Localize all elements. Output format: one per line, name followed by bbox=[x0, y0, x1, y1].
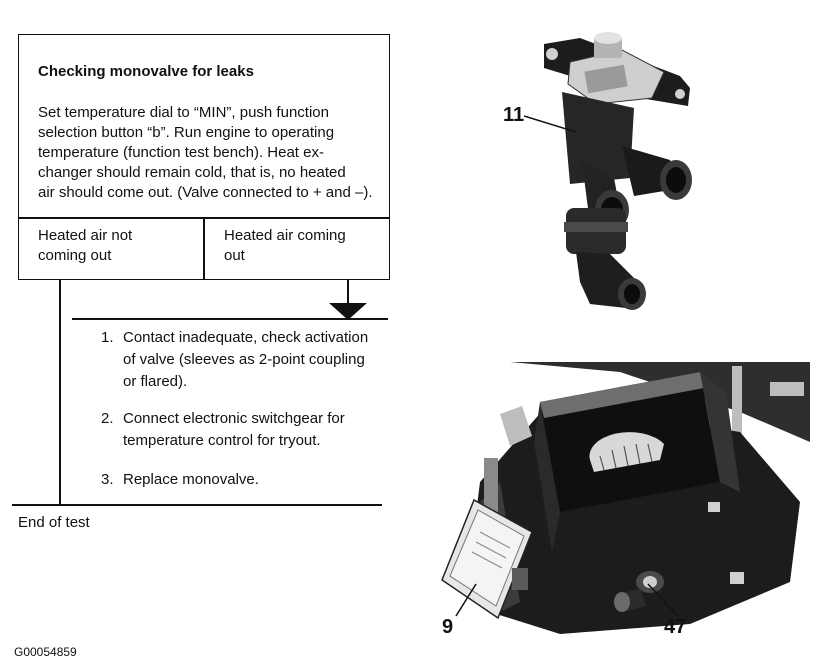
branch-divider bbox=[203, 217, 205, 280]
description-line: Set temperature dial to “MIN”, push func… bbox=[38, 104, 329, 121]
description-line: temperature (function test bench). Heat … bbox=[38, 144, 324, 161]
monovalve-photo bbox=[544, 32, 692, 310]
leader-line-11 bbox=[524, 115, 577, 133]
step-text: Contact inadequate, check activation of … bbox=[123, 327, 368, 393]
step-line: Connect electronic switchgear for bbox=[123, 410, 345, 427]
step-text: Replace monovalve. bbox=[123, 469, 259, 491]
branch-right-label: Heated air coming out bbox=[224, 226, 346, 266]
callout-11: 11 bbox=[503, 104, 525, 126]
box-description: Set temperature dial to “MIN”, push func… bbox=[38, 103, 373, 203]
left-branch-line bbox=[59, 280, 61, 505]
blower-housing-photo bbox=[440, 362, 810, 642]
step-line: temperature control for tryout. bbox=[123, 432, 321, 449]
figure-id: G00054859 bbox=[14, 645, 77, 659]
leader-line-9 bbox=[455, 583, 477, 617]
step-line: Replace monovalve. bbox=[123, 471, 259, 488]
steps-top-line bbox=[72, 318, 388, 320]
description-line: changer should remain cold, that is, no … bbox=[38, 164, 346, 181]
box-title: Checking monovalve for leaks bbox=[38, 63, 254, 80]
callout-9: 9 bbox=[442, 616, 454, 638]
step-number: 1. bbox=[101, 329, 114, 346]
step-line: Contact inadequate, check activation bbox=[123, 329, 369, 346]
end-line bbox=[12, 504, 382, 506]
branch-left-line: coming out bbox=[38, 247, 112, 264]
end-label: End of test bbox=[18, 514, 90, 531]
callout-47: 47 bbox=[664, 616, 687, 638]
step-text: Connect electronic switchgear for temper… bbox=[123, 408, 345, 452]
step-number: 3. bbox=[101, 471, 114, 488]
step-number: 2. bbox=[101, 410, 114, 427]
right-branch-line bbox=[347, 280, 349, 305]
leader-line-47 bbox=[647, 583, 679, 617]
branch-right-line: out bbox=[224, 247, 245, 264]
description-line: air should come out. (Valve connected to… bbox=[38, 184, 373, 201]
step-line: of valve (sleeves as 2-point coupling bbox=[123, 351, 365, 368]
down-arrow-icon bbox=[329, 303, 367, 320]
branch-left-label: Heated air not coming out bbox=[38, 226, 132, 266]
branch-right-line: Heated air coming bbox=[224, 227, 346, 244]
branch-left-line: Heated air not bbox=[38, 227, 133, 244]
step-line: or flared). bbox=[123, 373, 188, 390]
description-line: selection button “b”. Run engine to oper… bbox=[38, 124, 335, 141]
